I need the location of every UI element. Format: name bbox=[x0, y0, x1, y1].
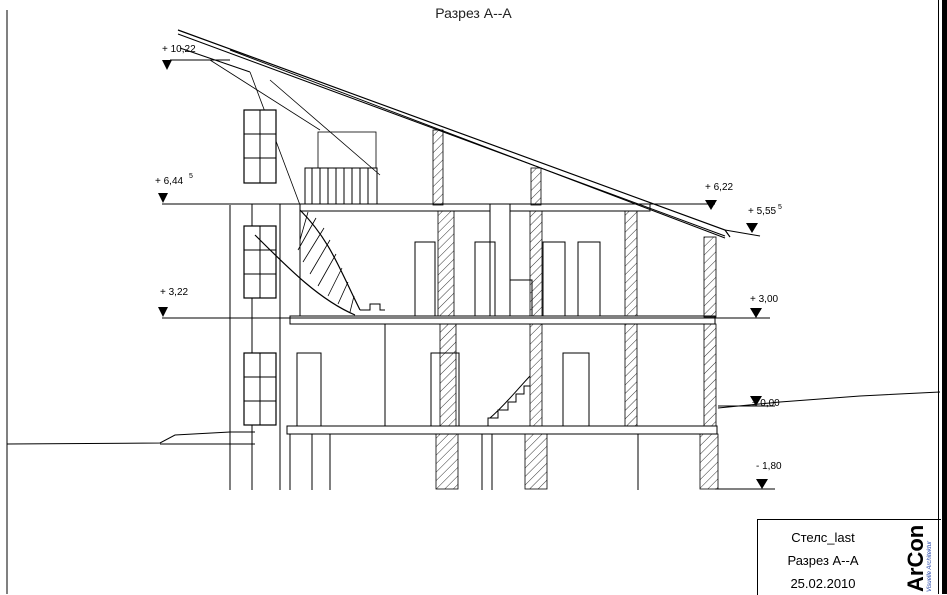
level-label-2-sup: 5 bbox=[189, 173, 193, 180]
title-block: Стелс_last Разрез А--А 25.02.2010 ArCon … bbox=[757, 519, 941, 595]
stamp-date: 25.02.2010 bbox=[790, 576, 856, 591]
frame-right-thin bbox=[938, 0, 939, 594]
level-label-8: - 1,80 bbox=[756, 461, 782, 472]
stamp-sheet: Разрез А--А bbox=[787, 553, 859, 568]
level-label-1: + 10,22 bbox=[162, 44, 196, 55]
first-floor-slab bbox=[289, 315, 716, 325]
level-label-4: + 6,22 bbox=[705, 182, 734, 193]
second-floor-slab-left bbox=[299, 203, 491, 212]
arcon-logo-icon: ArCon Visuelle Architektur bbox=[903, 525, 933, 592]
level-label-7: ± 0,00 bbox=[752, 398, 780, 409]
level-label-2: + 6,44 bbox=[155, 176, 184, 187]
level-label-3: + 3,22 bbox=[160, 287, 189, 298]
level-label-5: + 5,55 bbox=[748, 206, 777, 217]
stamp-project: Стелс_last bbox=[791, 530, 855, 545]
level-label-6: + 3,00 bbox=[750, 294, 779, 305]
drawing-title: Разрез А--А bbox=[435, 5, 512, 21]
level-label-5-sup: 5 bbox=[778, 204, 782, 211]
level-markers bbox=[158, 60, 768, 489]
ground-floor-slab bbox=[286, 425, 718, 435]
frame-right-thick bbox=[942, 0, 947, 594]
ground-line-left bbox=[6, 431, 255, 445]
svg-text:Visuelle Architektur: Visuelle Architektur bbox=[927, 540, 933, 592]
svg-text:ArCon: ArCon bbox=[903, 525, 928, 592]
ground-line-right bbox=[717, 391, 941, 409]
